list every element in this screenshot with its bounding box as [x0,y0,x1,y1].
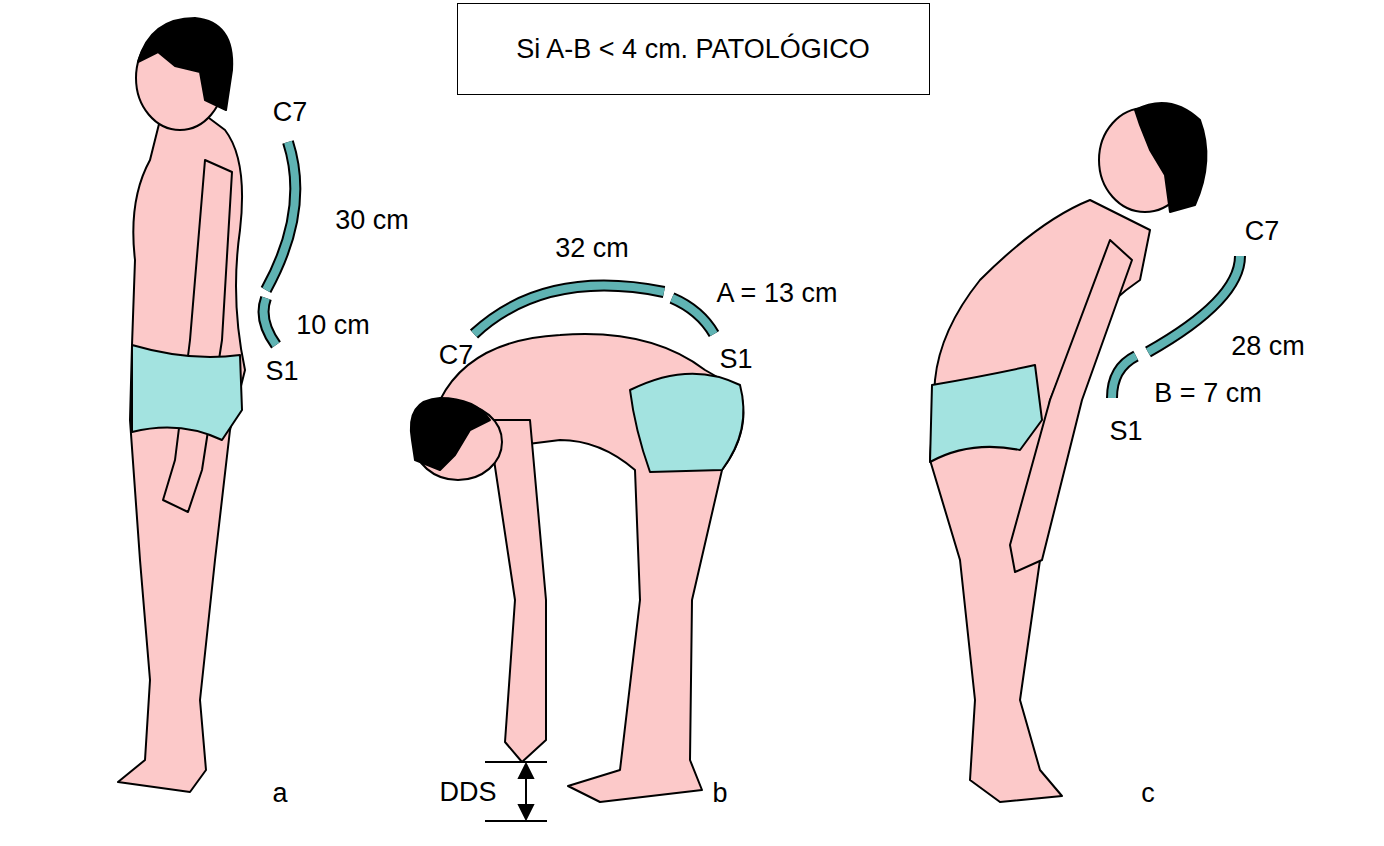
measure-label: A = 13 cm [717,280,838,307]
measure-arc [264,142,1240,398]
briefs [630,374,743,472]
measure-label: b [712,780,727,807]
arm [488,420,546,762]
measure-label: C7 [273,99,308,126]
measure-label: 28 cm [1231,333,1305,360]
measure-label: C7 [1245,218,1280,245]
hair [1135,103,1206,212]
bent-body [440,334,743,802]
measure-label: S1 [719,346,752,373]
measure-label: S1 [1109,418,1142,445]
measure-label: C7 [439,342,474,369]
hair [138,18,232,110]
measure-label: DDS [439,779,496,806]
measure-label: 32 cm [555,235,629,262]
note-text: Si A-B < 4 cm. PATOLÓGICO [516,34,869,65]
measure-label: c [1141,780,1155,807]
leaning-body [930,200,1150,802]
note-box: Si A-B < 4 cm. PATOLÓGICO [457,3,930,95]
measure-label: B = 7 cm [1154,380,1261,407]
arm [163,160,232,512]
measure-label: 30 cm [335,207,409,234]
briefs [132,345,242,440]
standing-body [118,115,245,792]
measure-label: 10 cm [296,312,370,339]
measure-label: a [272,780,287,807]
briefs [930,365,1042,462]
hair [411,398,490,470]
measure-label: S1 [265,358,298,385]
